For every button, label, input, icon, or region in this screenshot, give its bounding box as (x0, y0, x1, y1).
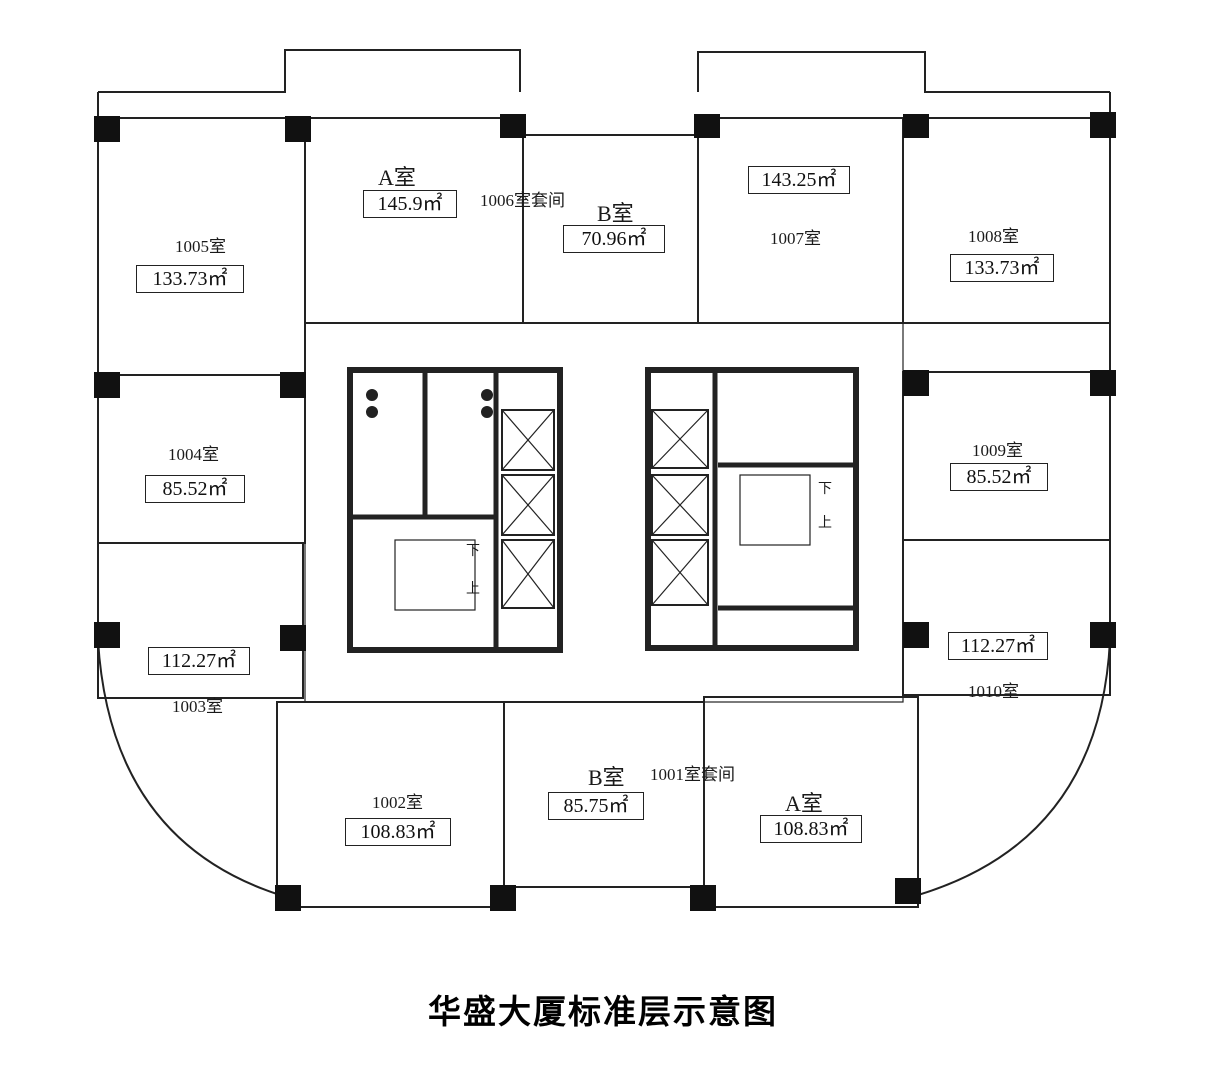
column (285, 116, 311, 142)
room-1010-area: 112.27㎡ (948, 632, 1048, 660)
column (903, 114, 929, 138)
column (903, 370, 929, 396)
column (903, 622, 929, 648)
room-1006a-label: A室 (378, 165, 416, 190)
column (94, 372, 120, 398)
room-1004-label: 1004室 (168, 445, 219, 464)
core-left (347, 367, 563, 653)
column (694, 114, 720, 138)
room-1003-outline (97, 542, 304, 699)
room-1008-label: 1008室 (968, 227, 1019, 246)
column (94, 116, 120, 142)
room-1001b-label: B室 (588, 765, 625, 790)
stair-down-right: 下 (818, 482, 832, 497)
column (1090, 112, 1116, 138)
column (690, 885, 716, 911)
room-1001a-area: 108.83㎡ (760, 815, 862, 843)
column (280, 625, 306, 651)
stair-up-right: 上 (818, 516, 832, 531)
room-1009-area: 85.52㎡ (950, 463, 1048, 491)
column (94, 622, 120, 648)
column (275, 885, 301, 911)
room-1001a-outline (703, 696, 919, 908)
core-right (645, 367, 859, 651)
room-1006-suite-label: 1006室套间 (480, 191, 565, 210)
room-1003-area: 112.27㎡ (148, 647, 250, 675)
column (1090, 622, 1116, 648)
room-1006b-label: B室 (597, 201, 634, 226)
room-1006a-outline (304, 117, 524, 324)
room-1010-label: 1010室 (968, 682, 1019, 701)
column (490, 885, 516, 911)
stair-down-left: 下 (466, 544, 480, 559)
building-outline (97, 92, 281, 896)
column (280, 372, 306, 398)
room-1009-label: 1009室 (972, 441, 1023, 460)
room-1002-area: 108.83㎡ (345, 818, 451, 846)
room-1010-outline (902, 539, 1111, 696)
stair-up-left: 上 (466, 582, 480, 597)
room-1007-outline (697, 117, 904, 324)
column (500, 114, 526, 138)
plan-title: 华盛大厦标准层示意图 (428, 992, 778, 1031)
room-1005-label: 1005室 (175, 237, 226, 256)
room-1001b-area: 85.75㎡ (548, 792, 644, 820)
column (895, 878, 921, 904)
room-1008-area: 133.73㎡ (950, 254, 1054, 282)
room-1008-outline (902, 117, 1111, 324)
room-1001a-label: A室 (785, 791, 823, 816)
room-1006a-area: 145.9㎡ (363, 190, 457, 218)
room-1003-label: 1003室 (172, 697, 223, 716)
room-1007-label: 1007室 (770, 229, 821, 248)
room-1001-suite-label: 1001室套间 (650, 765, 735, 784)
room-1006b-area: 70.96㎡ (563, 225, 665, 253)
room-1002-label: 1002室 (372, 793, 423, 812)
corridor (304, 322, 904, 703)
column (1090, 370, 1116, 396)
room-1004-area: 85.52㎡ (145, 475, 245, 503)
room-1005-area: 133.73㎡ (136, 265, 244, 293)
room-1007-area: 143.25㎡ (748, 166, 850, 194)
